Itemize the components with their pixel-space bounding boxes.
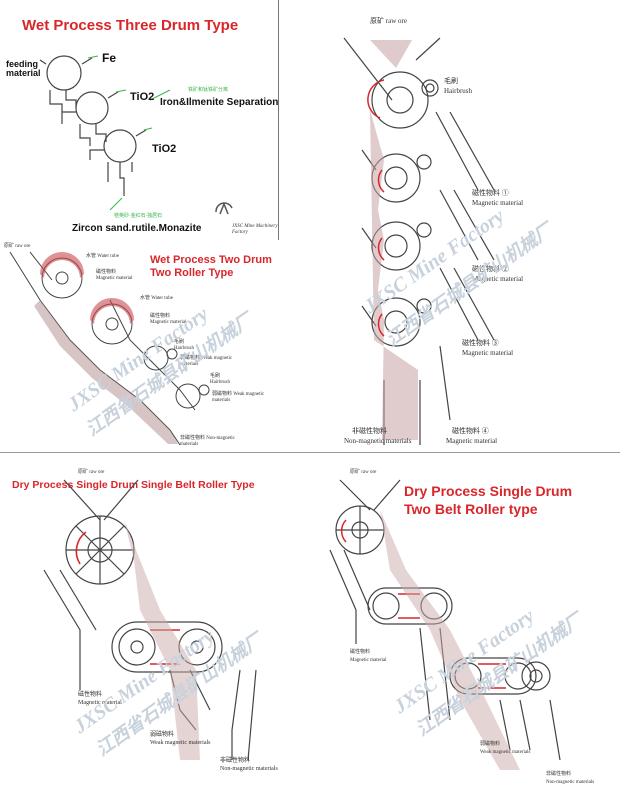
non-magnetic-cn-label: 非磁性物料 bbox=[352, 427, 387, 435]
non-magnetic-label: 非磁性物料 Non-magnetic materials bbox=[180, 436, 235, 447]
green-note: 铁矿和钛铁矿分离 bbox=[188, 87, 229, 93]
zircon-label: Zircon sand.rutile.Monazite bbox=[72, 223, 202, 234]
magnetic-cn-dry2: 磁性物料 bbox=[350, 650, 371, 655]
raw-ore-label: 原矿 raw ore bbox=[4, 244, 31, 249]
raw-ore-label-dry2: 原矿 raw ore bbox=[350, 470, 377, 475]
non-en-dry1: Non-magnetic materials bbox=[220, 766, 278, 772]
raw-ore-label-dry1: 原矿 raw ore bbox=[78, 470, 105, 475]
magnetic-3-en-label: Magnetic material bbox=[462, 349, 514, 357]
dry-two-belt-title-2: Two Belt Roller type bbox=[404, 501, 538, 517]
weak-en-dry2: Weak magnetic materials bbox=[480, 750, 531, 755]
magnetic-en-dry1: Magnetic material bbox=[78, 700, 122, 706]
wet-two-drum-diagram bbox=[9, 251, 210, 446]
non-magnetic-en-label: Non-magnetic materials bbox=[344, 437, 412, 445]
magnetic-2-en-label: Magnetic material bbox=[472, 275, 524, 283]
magnetic-4-cn-label: 磁性物料 ④ bbox=[452, 427, 489, 435]
hairbrush-cn-label: 毛刷 bbox=[444, 77, 458, 85]
non-cn-dry2: 非磁性物料 bbox=[546, 772, 572, 777]
weak-en-dry1: Weak magnetic materials bbox=[150, 740, 211, 746]
magnetic-3-cn-label: 磁性物料 ③ bbox=[462, 339, 499, 347]
wet-three-drum-title: Wet Process Three Drum Type bbox=[22, 17, 239, 34]
four-drum-panel: 原矿 raw ore 毛刷 Hairbrush 磁性物料 ① Magnetic … bbox=[300, 0, 620, 450]
magnetic-material-label-1: 磁性物料 Magnetic material bbox=[96, 270, 133, 281]
dry-single-belt-panel: Dry Process Single Drum Single Belt Roll… bbox=[0, 460, 310, 797]
water-tube-label-2: 水管 Water tube bbox=[140, 296, 173, 301]
dry-two-belt-diagram bbox=[329, 479, 561, 770]
water-tube-label-1: 水管 Water tube bbox=[86, 254, 119, 259]
logo-text: JXSC Mine Machinery Factory bbox=[232, 224, 278, 235]
feeding-material-label: feeding material bbox=[6, 59, 41, 79]
dry-two-belt-panel: Dry Process Single Drum Two Belt Roller … bbox=[310, 460, 620, 797]
magnetic-2-cn-label: 磁性物料 ② bbox=[472, 265, 509, 273]
non-en-dry2: Non-magnetic materials bbox=[546, 780, 595, 785]
wet-two-drum-panel: Wet Process Two Drum Two Roller Type 原矿 … bbox=[0, 240, 300, 450]
magnetic-material-label-2: 磁性物料 Magnetic material bbox=[150, 314, 187, 325]
four-drum-diagram bbox=[343, 37, 495, 445]
dry-two-belt-title-1: Dry Process Single Drum bbox=[404, 483, 573, 499]
wet-three-drum-diagram bbox=[39, 55, 233, 215]
wet-three-drum-panel: Wet Process Three Drum Type feeding mate… bbox=[0, 0, 280, 240]
magnetic-en-dry2: Magnetic material bbox=[350, 658, 387, 663]
wet-two-drum-title-2: Two Roller Type bbox=[150, 267, 234, 279]
hairbrush-label-1: 毛刷 Hairbrush bbox=[174, 340, 194, 351]
tio2-label-1: TiO2 bbox=[130, 91, 155, 103]
non-cn-dry1: 非磁性物料 bbox=[220, 758, 251, 764]
green-note-2: 锆英砂·金红石·独居石 bbox=[114, 213, 163, 219]
raw-ore-top-label: 原矿 raw ore bbox=[370, 17, 407, 25]
weak-cn-dry2: 弱磁物料 bbox=[480, 742, 501, 747]
tio2-label-2: TiO2 bbox=[152, 143, 177, 155]
weak-cn-dry1: 弱磁物料 bbox=[150, 732, 175, 738]
wet-two-drum-title-1: Wet Process Two Drum bbox=[150, 254, 272, 266]
iron-ilmenite-separation-label: Iron&Ilmenite Separation bbox=[160, 97, 279, 108]
hairbrush-label-2: 毛刷 Hairbrush bbox=[210, 374, 230, 385]
fe-label: Fe bbox=[102, 51, 117, 65]
magnetic-1-en-label: Magnetic material bbox=[472, 199, 524, 207]
weak-magnetic-label-1: 弱磁物料 Weak magnetic materials bbox=[180, 356, 233, 367]
dry-single-belt-diagram bbox=[43, 479, 257, 761]
hairbrush-en-label: Hairbrush bbox=[444, 87, 472, 95]
weak-magnetic-label-2: 弱磁物料 Weak magnetic materials bbox=[212, 392, 265, 403]
horizontal-divider bbox=[0, 452, 620, 453]
vertical-divider bbox=[278, 0, 279, 240]
magnetic-1-cn-label: 磁性物料 ① bbox=[472, 189, 509, 197]
magnetic-cn-dry1: 磁性物料 bbox=[78, 692, 103, 698]
magnetic-4-en-label: Magnetic material bbox=[446, 437, 498, 445]
